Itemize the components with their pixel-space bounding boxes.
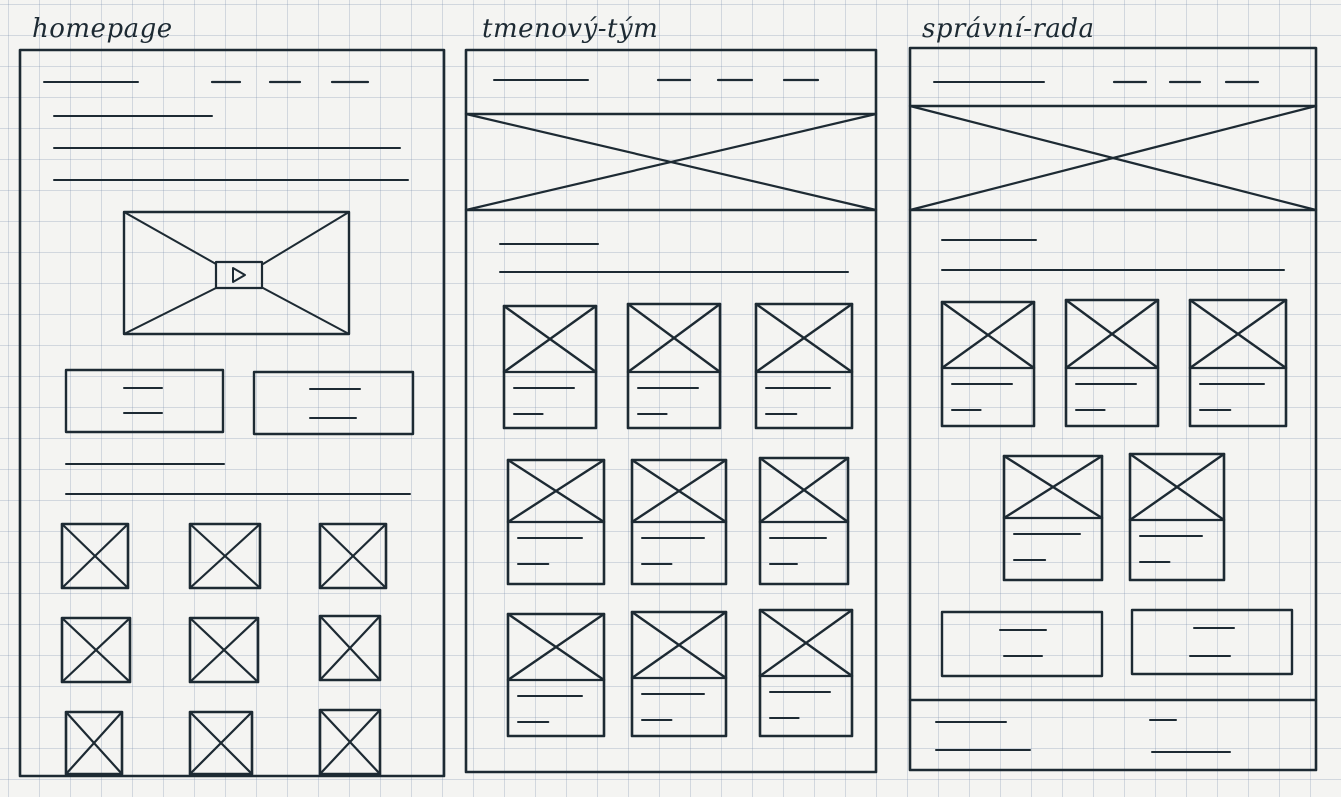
card-photo-cross xyxy=(1188,298,1288,370)
card-photo-cross xyxy=(1002,454,1104,520)
card-photo-cross xyxy=(626,302,722,374)
team-frame xyxy=(464,48,878,774)
card-photo-cross xyxy=(758,456,850,524)
gallery-image-placeholder xyxy=(60,522,130,590)
gallery-image-placeholder xyxy=(318,708,382,776)
gallery-image-placeholder xyxy=(318,522,388,590)
card-photo-cross xyxy=(754,302,854,374)
card-photo-cross xyxy=(506,458,606,524)
board-hero-cross-line xyxy=(908,104,1318,212)
video-cross-line xyxy=(262,287,350,335)
placeholder-cross-line xyxy=(318,522,388,590)
placeholder-cross-line xyxy=(64,710,124,776)
placeholder-cross-line xyxy=(318,614,382,682)
card-photo-cross xyxy=(1064,298,1160,370)
team-member-card xyxy=(758,608,854,738)
board-button-left xyxy=(940,610,1104,678)
board-member-card xyxy=(940,300,1036,428)
gallery-image-placeholder xyxy=(60,616,132,684)
info-button-right xyxy=(252,370,415,436)
video-cross-line xyxy=(262,211,350,265)
homepage-frame xyxy=(18,48,446,778)
placeholder-cross-line xyxy=(188,710,254,776)
homepage-title: homepage xyxy=(32,14,173,44)
placeholder-cross-line xyxy=(60,616,132,684)
gallery-image-placeholder xyxy=(188,616,260,684)
team-page-title: tmenový-tým xyxy=(482,14,659,44)
board-button-right xyxy=(1130,608,1294,676)
team-hero-cross-line xyxy=(464,112,878,212)
team-member-card xyxy=(626,302,722,430)
placeholder-cross-line xyxy=(318,708,382,776)
board-page-title: správní-rada xyxy=(922,14,1095,44)
card-photo-cross xyxy=(630,610,728,680)
card-photo-cross xyxy=(502,304,598,374)
card-photo-cross xyxy=(940,300,1036,370)
card-photo-cross xyxy=(758,608,854,678)
board-frame xyxy=(908,46,1318,772)
gallery-image-placeholder xyxy=(318,614,382,682)
placeholder-cross-line xyxy=(60,522,130,590)
card-photo-cross xyxy=(630,458,728,524)
card-photo-cross xyxy=(506,612,606,682)
team-member-card xyxy=(506,612,606,738)
video-cross-line xyxy=(123,287,217,335)
placeholder-cross-line xyxy=(188,522,262,590)
team-member-card xyxy=(502,304,598,430)
gallery-image-placeholder xyxy=(188,522,262,590)
video-player-box xyxy=(214,260,264,290)
board-member-card xyxy=(1188,298,1288,428)
board-member-card xyxy=(1064,298,1160,428)
gallery-image-placeholder xyxy=(64,710,124,776)
gallery-image-placeholder xyxy=(188,710,254,776)
video-cross-line xyxy=(123,211,217,265)
board-member-card xyxy=(1128,452,1226,582)
info-button-left xyxy=(64,368,225,434)
placeholder-cross-line xyxy=(188,616,260,684)
play-icon xyxy=(232,267,246,283)
team-member-card xyxy=(630,610,728,738)
team-member-card xyxy=(754,302,854,430)
card-photo-cross xyxy=(1128,452,1226,522)
video-placeholder xyxy=(122,210,351,336)
